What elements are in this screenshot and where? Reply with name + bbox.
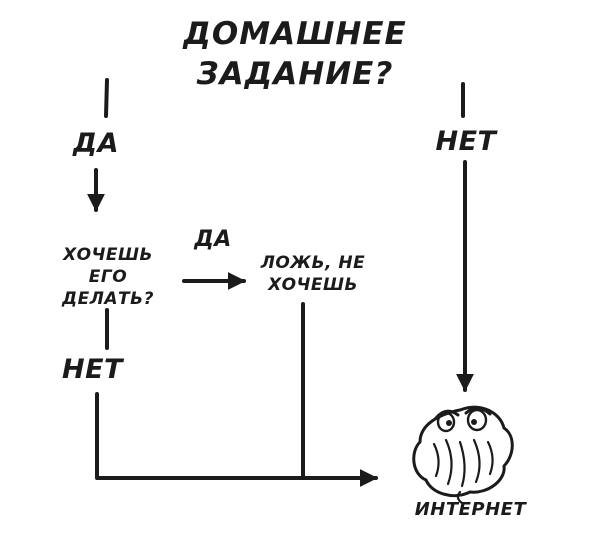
node-internet-label: ИНТЕРНЕТ — [414, 499, 527, 520]
doodle-right-eye — [466, 408, 488, 432]
internet-doodle — [412, 405, 514, 505]
doodle-left-eyelid — [434, 409, 460, 420]
diagram-title: ДОМАШНЕЕ ЗАДАНИЕ? — [183, 16, 407, 93]
doodle-ball-outline — [412, 405, 514, 497]
label-question-no: НЕТ — [62, 354, 123, 385]
label-yes-branch: ДА — [73, 128, 119, 159]
arrow-no-to-internet — [95, 392, 378, 487]
node-lie: ЛОЖЬ, НЕ ХОЧЕШЬ — [260, 253, 366, 296]
doodle-left-eye — [436, 411, 456, 433]
doodle-left-pupil — [446, 420, 452, 426]
doodle-right-pupil — [471, 419, 477, 425]
label-no-branch: НЕТ — [435, 126, 497, 157]
doodle-scribbles — [432, 438, 494, 488]
label-question-yes: ДА — [194, 227, 232, 252]
node-question: ХОЧЕШЬ ЕГО ДЕЛАТЬ? — [62, 245, 154, 310]
doodle-right-eyelid — [464, 406, 492, 416]
